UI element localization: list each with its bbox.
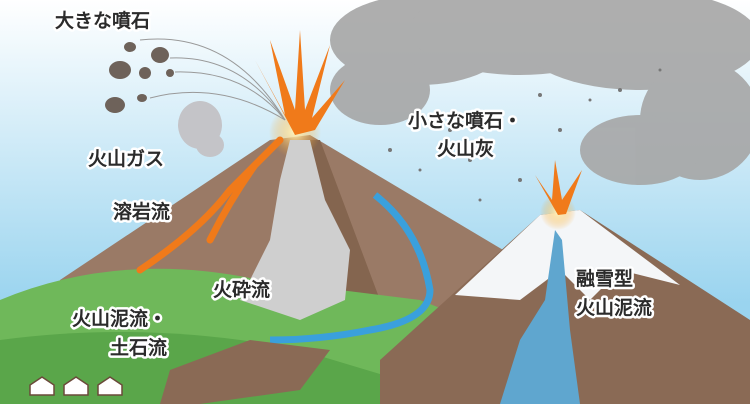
ash-cloud: [330, 0, 750, 185]
houses: [29, 376, 123, 396]
snow-cap: [455, 210, 680, 300]
label-small-ejecta-line2: 火山灰: [437, 137, 494, 160]
label-volcanic-gas: 火山ガス: [88, 148, 164, 170]
label-small-ejecta-line1: 小さな噴石・: [408, 110, 522, 132]
lahar-debris: [160, 340, 330, 404]
label-lava-flow: 溶岩流: [113, 200, 170, 223]
label-snowmelt-lahar-line1: 融雪型: [576, 267, 633, 290]
snow-volcano-eruption: [535, 160, 582, 230]
label-lahar-line1: 火山泥流・: [72, 307, 167, 330]
label-lahar-line2: 土石流: [110, 336, 167, 359]
lahar-river: [269, 192, 434, 344]
label-pyroclastic-flow: 火砕流: [213, 278, 270, 301]
volcanic-gas-plume: [178, 101, 224, 157]
large-ejecta-rocks: [105, 42, 174, 113]
label-snowmelt-lahar-line2: 火山泥流: [576, 296, 652, 319]
snowmelt-lahar: [500, 230, 580, 404]
ash-particles: [388, 68, 662, 202]
lava-flow: [136, 136, 284, 274]
label-large-ejecta: 大きな噴石: [55, 9, 150, 32]
ejecta-trails: [139, 38, 286, 121]
pyroclastic-flow: [240, 140, 350, 320]
